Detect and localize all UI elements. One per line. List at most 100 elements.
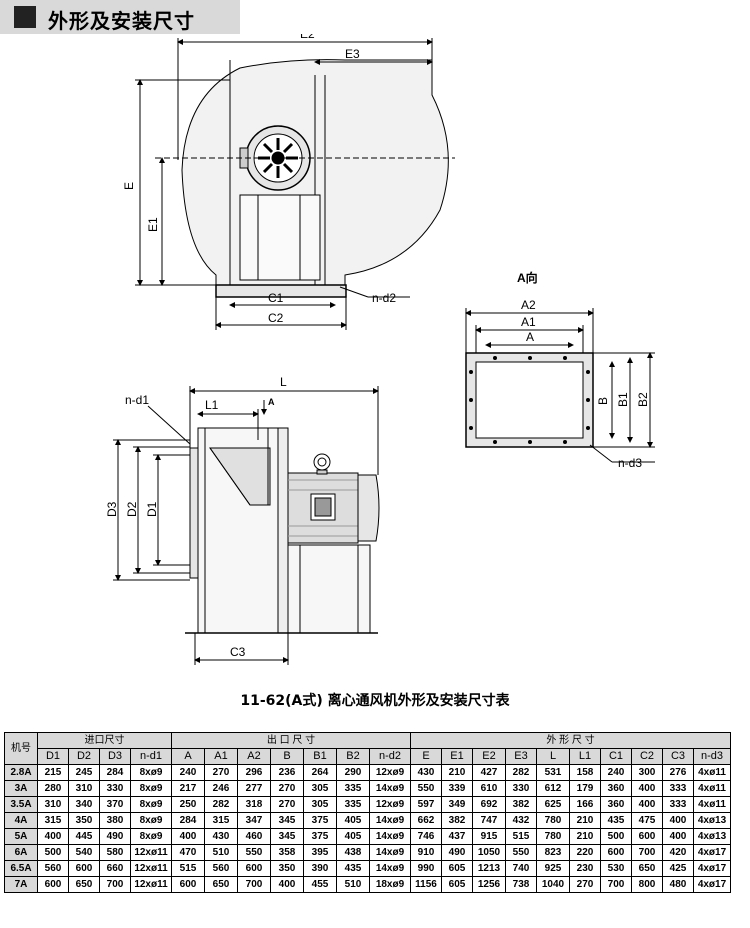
label-nd2: n-d2 (372, 291, 396, 305)
table-cell: 612 (536, 780, 570, 797)
table-cell: 605 (441, 860, 473, 877)
table-cell: 4xø11 (693, 764, 731, 781)
table-cell: 370 (99, 796, 131, 813)
table-cell: 480 (662, 876, 694, 893)
table-cell: 380 (99, 812, 131, 829)
table-cell: 800 (631, 876, 663, 893)
table-cell: 400 (631, 796, 663, 813)
table-cell: 1256 (472, 876, 506, 893)
table-cell: 4xø17 (693, 876, 731, 893)
table-cell: 430 (204, 828, 238, 845)
table-cell: 500 (37, 844, 69, 861)
table-cell: 375 (303, 812, 337, 829)
table-cell: 270 (204, 764, 238, 781)
label-E3: E3 (345, 47, 360, 61)
model-header: 机号 (4, 732, 38, 765)
table-cell: 650 (631, 860, 663, 877)
table-cell: 14xø9 (369, 860, 411, 877)
table-cell: 290 (336, 764, 370, 781)
table-cell: 910 (410, 844, 442, 861)
table-cell: 12xø11 (130, 876, 172, 893)
table-cell: 315 (37, 812, 69, 829)
table-cell: 4xø13 (693, 812, 731, 829)
table-cell: 780 (536, 812, 570, 829)
label-D1: D1 (145, 501, 159, 517)
front-view (135, 38, 455, 330)
table-cell: 315 (204, 812, 238, 829)
table-cell: 435 (336, 860, 370, 877)
table-cell: 475 (631, 812, 663, 829)
label-L: L (280, 375, 287, 389)
table-cell: 420 (662, 844, 694, 861)
table-cell: 335 (336, 796, 370, 813)
table-cell: 333 (662, 796, 694, 813)
table-cell: 349 (441, 796, 473, 813)
table-cell: 14xø9 (369, 780, 411, 797)
table-cell: 400 (662, 828, 694, 845)
label-E2: E2 (300, 34, 315, 41)
table-cell: 600 (37, 876, 69, 893)
table-cell: 400 (171, 828, 205, 845)
column-header: n-d1 (130, 748, 172, 765)
table-cell: 310 (68, 780, 100, 797)
table-cell: 339 (441, 780, 473, 797)
table-cell: 310 (37, 796, 69, 813)
table-cell: 382 (505, 796, 537, 813)
table-cell: 780 (536, 828, 570, 845)
table-cell: 600 (237, 860, 271, 877)
table-cell: 560 (204, 860, 238, 877)
table-cell: 740 (505, 860, 537, 877)
table-cell: 432 (505, 812, 537, 829)
table-cell: 220 (569, 844, 601, 861)
label-C2: C2 (268, 311, 284, 325)
column-header: n-d3 (693, 748, 731, 765)
table-cell: 400 (270, 876, 304, 893)
table-cell: 405 (336, 812, 370, 829)
table-cell: 550 (237, 844, 271, 861)
table-cell: 610 (472, 780, 506, 797)
table-cell: 215 (37, 764, 69, 781)
table-cell: 915 (472, 828, 506, 845)
table-cell: 8xø9 (130, 828, 172, 845)
column-header: B1 (303, 748, 337, 765)
column-header: E (410, 748, 442, 765)
table-cell: 360 (600, 796, 632, 813)
table-cell: 8xø9 (130, 780, 172, 797)
table-cell: 14xø9 (369, 812, 411, 829)
label-E1: E1 (146, 217, 160, 232)
table-cell: 650 (68, 876, 100, 893)
table-cell: 540 (68, 844, 100, 861)
table-cell: 600 (600, 844, 632, 861)
label-A1: A1 (521, 315, 536, 329)
table-cell: 746 (410, 828, 442, 845)
table-cell: 350 (68, 812, 100, 829)
label-C3: C3 (230, 645, 246, 659)
table-cell: 270 (270, 780, 304, 797)
table-cell: 318 (237, 796, 271, 813)
table-cell: 270 (270, 796, 304, 813)
table-cell: 445 (68, 828, 100, 845)
column-header: A1 (204, 748, 238, 765)
table-cell: 660 (99, 860, 131, 877)
table-cell: 530 (600, 860, 632, 877)
table-cell: 600 (68, 860, 100, 877)
table-cell: 455 (303, 876, 337, 893)
table-cell: 210 (569, 828, 601, 845)
table-cell: 600 (631, 828, 663, 845)
table-cell: 345 (270, 828, 304, 845)
table-cell: 360 (600, 780, 632, 797)
table-cell: 700 (631, 844, 663, 861)
table-cell: 427 (472, 764, 506, 781)
table-cell: 296 (237, 764, 271, 781)
table-cell: 990 (410, 860, 442, 877)
section-header: 外形及安装尺寸 (0, 0, 240, 34)
outlet-group-header: 出 口 尺 寸 (171, 732, 411, 749)
header-square-icon (14, 6, 36, 28)
table-cell: 236 (270, 764, 304, 781)
